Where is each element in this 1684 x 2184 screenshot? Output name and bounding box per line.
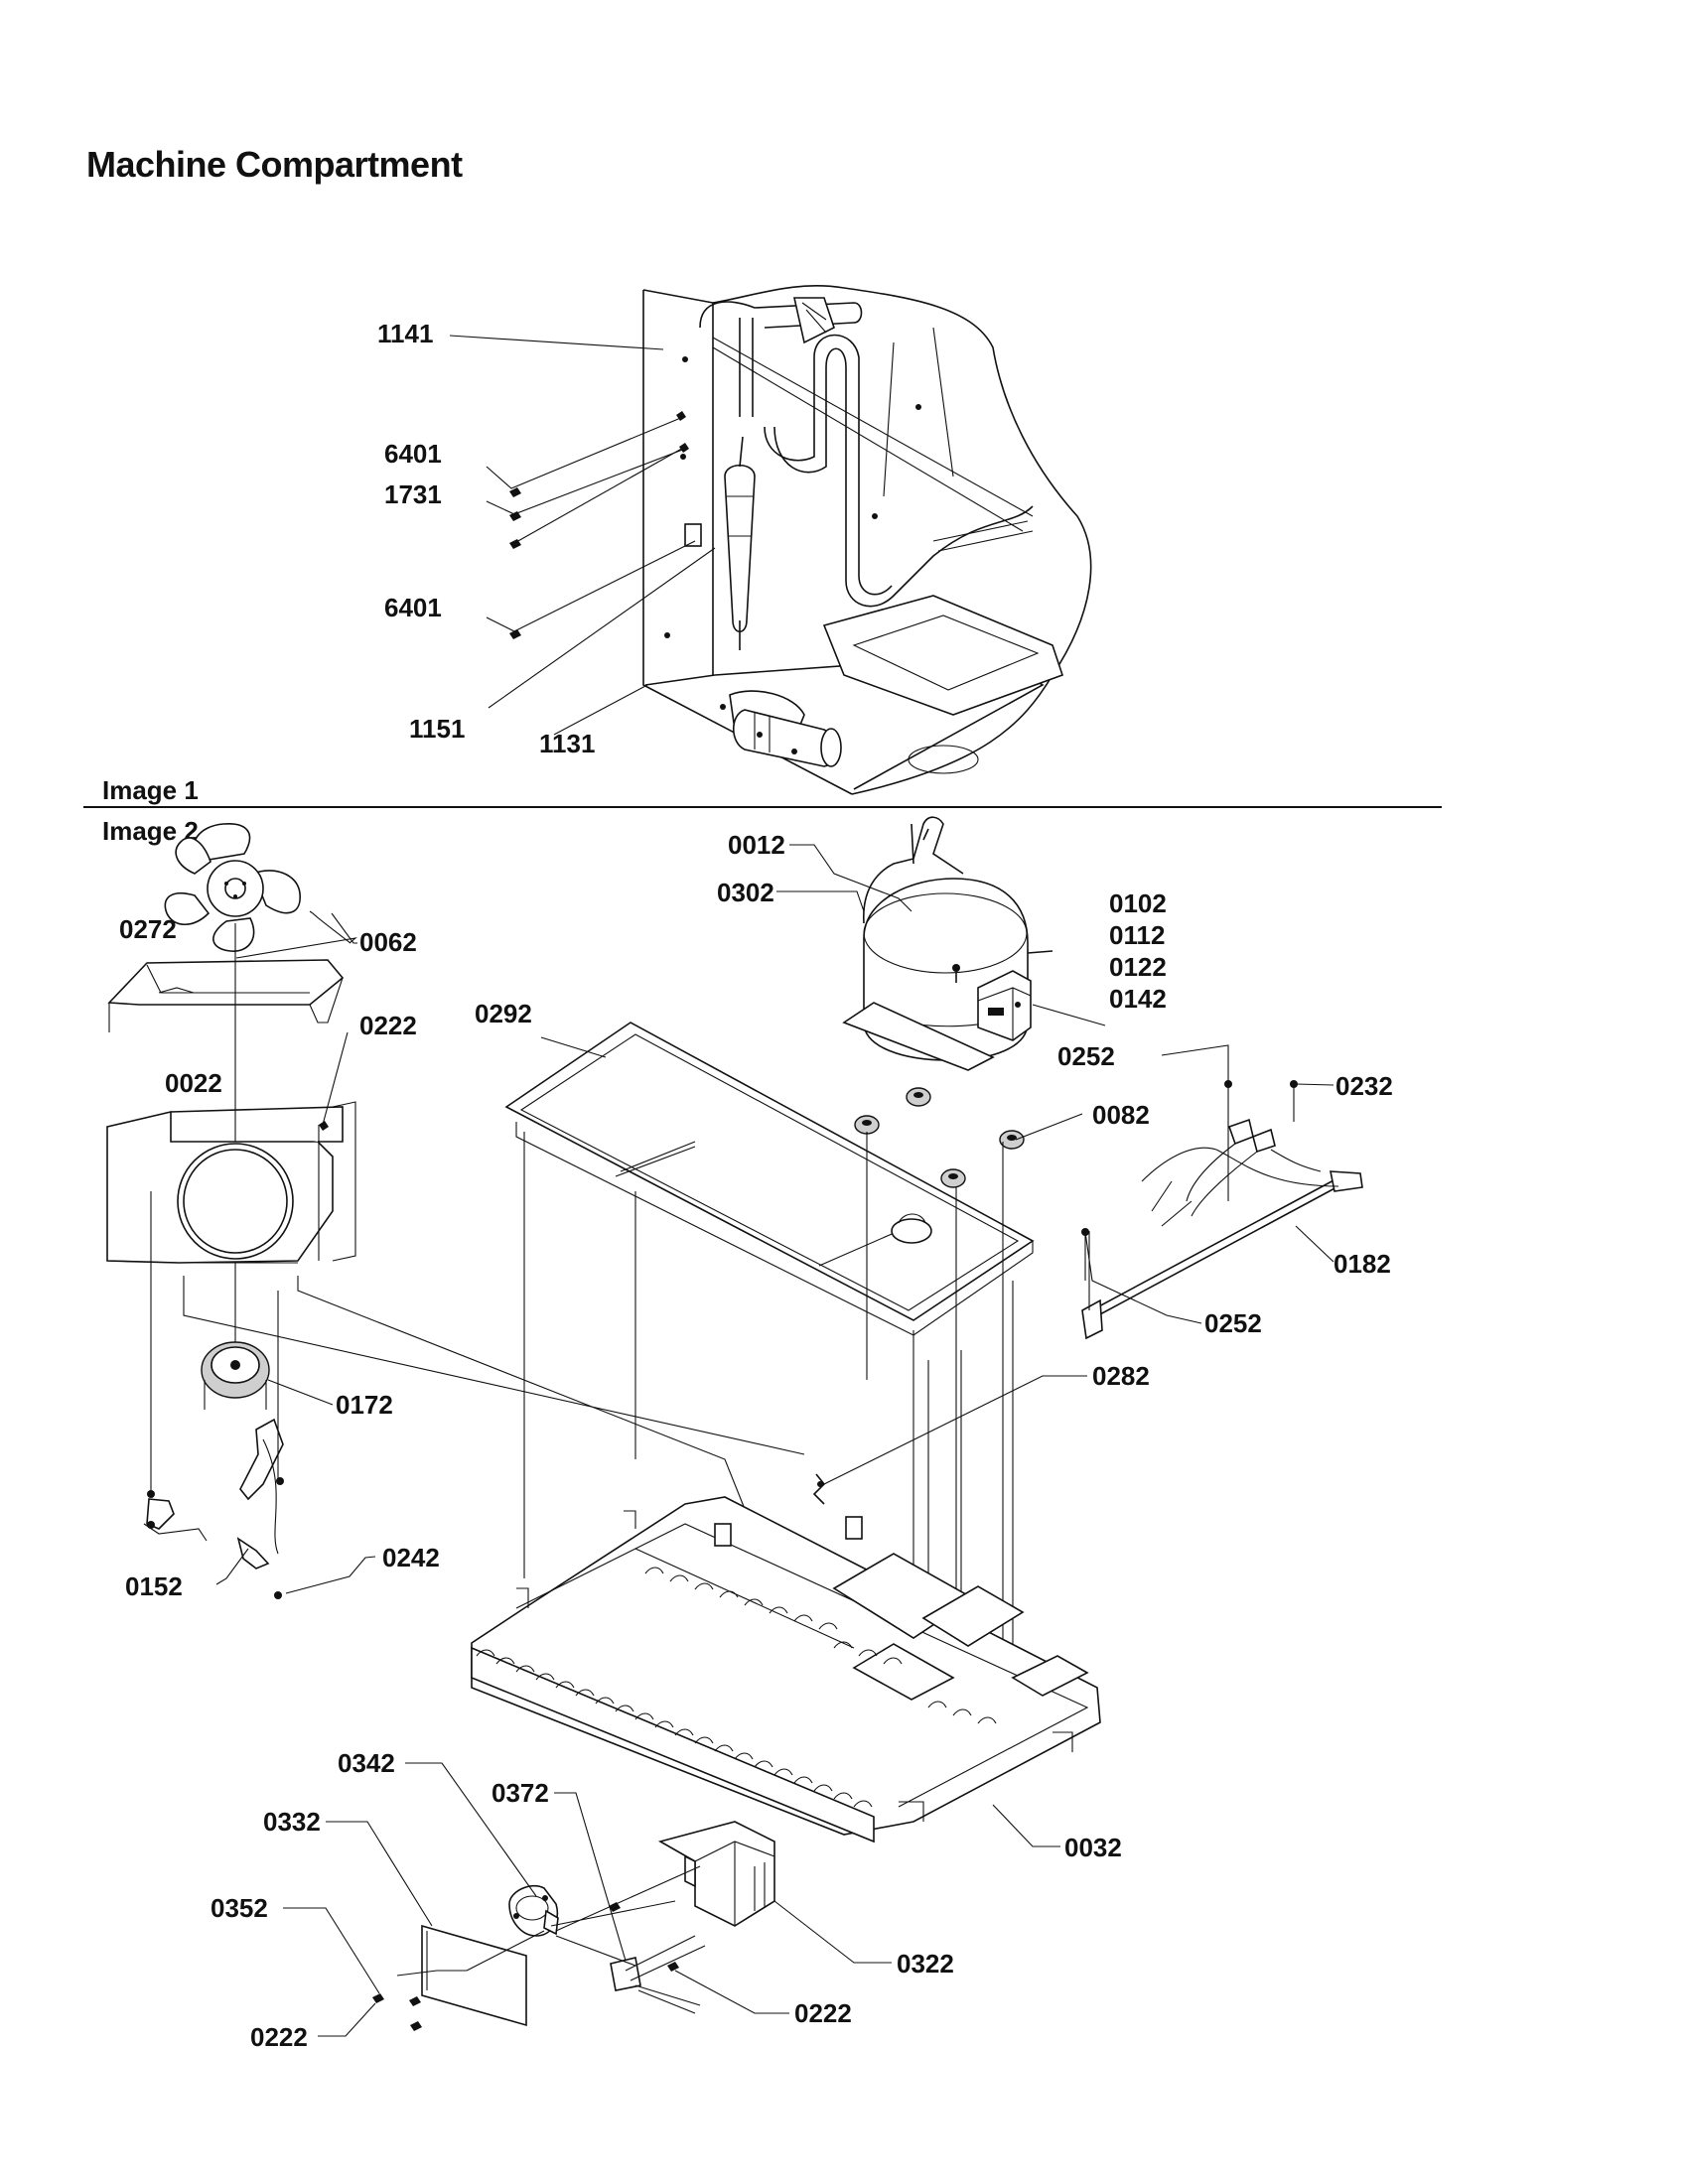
compressor bbox=[842, 816, 1053, 1188]
callout-0032: 0032 bbox=[1064, 1833, 1122, 1862]
fan-motor bbox=[201, 1341, 270, 1410]
page-title: Machine Compartment bbox=[86, 144, 463, 185]
callout-0302: 0302 bbox=[717, 878, 774, 907]
callout-0322: 0322 bbox=[897, 1949, 954, 1979]
callout-0252-upper: 0252 bbox=[1057, 1041, 1115, 1071]
callout-0342: 0342 bbox=[338, 1748, 395, 1778]
callout-0242: 0242 bbox=[382, 1543, 440, 1572]
callout-0082: 0082 bbox=[1092, 1100, 1150, 1130]
callout-0222-bracket: 0222 bbox=[794, 1998, 852, 2028]
callout-0102: 0102 bbox=[1109, 888, 1167, 918]
callout-1141: 1141 bbox=[377, 319, 433, 348]
callout-6401-upper: 6401 bbox=[384, 439, 442, 469]
callout-0122: 0122 bbox=[1109, 952, 1167, 982]
control-bracket bbox=[657, 1821, 775, 1927]
fan-blade bbox=[164, 823, 301, 952]
callout-0022: 0022 bbox=[165, 1068, 222, 1098]
callout-0222-timer: 0222 bbox=[250, 2022, 308, 2052]
callout-0232: 0232 bbox=[1335, 1071, 1393, 1101]
image2-illustration bbox=[106, 816, 1363, 2031]
defrost-timer bbox=[508, 1884, 559, 1937]
image2-leader-lines bbox=[215, 844, 1334, 2037]
callout-1131: 1131 bbox=[539, 729, 595, 758]
callout-0182: 0182 bbox=[1333, 1249, 1391, 1279]
callout-0252-lower: 0252 bbox=[1204, 1308, 1262, 1338]
image1-illustration bbox=[509, 285, 1092, 795]
base-pan bbox=[471, 1496, 1101, 1843]
wire-harness bbox=[1081, 1118, 1363, 1340]
callout-6401-lower: 6401 bbox=[384, 593, 442, 622]
callout-0372: 0372 bbox=[491, 1778, 549, 1808]
image1-leader-lines bbox=[449, 335, 716, 736]
callout-0012: 0012 bbox=[728, 830, 785, 860]
condenser-coil bbox=[476, 1567, 997, 1808]
callout-0152: 0152 bbox=[125, 1571, 183, 1601]
callout-0062: 0062 bbox=[359, 927, 417, 957]
callout-0172: 0172 bbox=[336, 1390, 393, 1420]
callout-0332: 0332 bbox=[263, 1807, 321, 1837]
callout-1731: 1731 bbox=[384, 479, 442, 509]
callout-1151: 1151 bbox=[409, 714, 465, 744]
callout-0142: 0142 bbox=[1109, 984, 1167, 1014]
callout-0352: 0352 bbox=[210, 1893, 268, 1923]
callout-0292: 0292 bbox=[475, 999, 532, 1028]
callout-0282: 0282 bbox=[1092, 1361, 1150, 1391]
callout-0222-fan: 0222 bbox=[359, 1011, 417, 1040]
image-1-label: Image 1 bbox=[102, 775, 199, 805]
drain-pan bbox=[504, 1022, 1035, 1336]
callout-0112: 0112 bbox=[1109, 920, 1165, 950]
callout-0272: 0272 bbox=[119, 914, 177, 944]
